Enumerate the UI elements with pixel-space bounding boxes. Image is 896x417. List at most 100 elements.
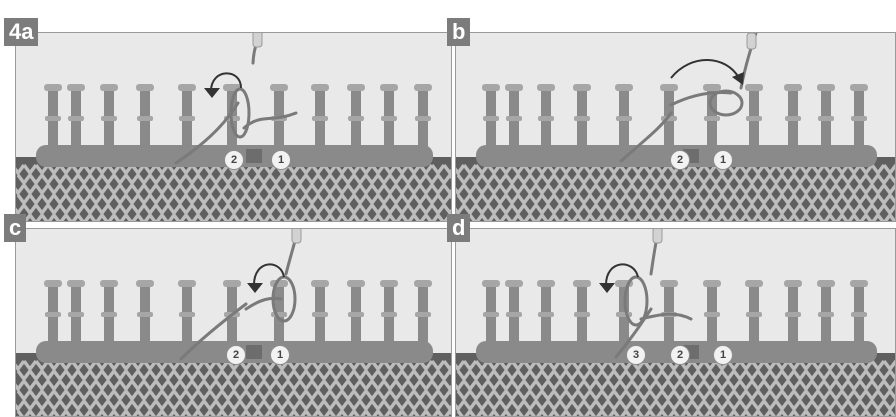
peg-cap bbox=[660, 280, 678, 287]
peg-cap bbox=[414, 84, 432, 91]
peg-cap bbox=[660, 84, 678, 91]
arrow-head bbox=[599, 283, 615, 293]
peg-number-badge: 1 bbox=[270, 345, 290, 365]
loom-pegs bbox=[482, 84, 868, 149]
loom-slot bbox=[246, 149, 262, 163]
panel-label-b: b bbox=[447, 18, 470, 46]
loom-illustration-b bbox=[456, 33, 896, 222]
peg-ring bbox=[101, 312, 117, 317]
peg-ring bbox=[68, 116, 84, 121]
peg-ring bbox=[415, 116, 431, 121]
peg-ring bbox=[381, 116, 397, 121]
peg-number-badge: 1 bbox=[713, 345, 733, 365]
direction-arrow bbox=[671, 60, 744, 85]
peg-cap bbox=[311, 84, 329, 91]
peg-ring bbox=[704, 116, 720, 121]
peg-cap bbox=[270, 84, 288, 91]
peg-cap bbox=[745, 84, 763, 91]
peg-number-badge: 1 bbox=[271, 150, 291, 170]
arrow-head bbox=[204, 88, 220, 98]
peg-ring bbox=[538, 312, 554, 317]
peg-ring bbox=[68, 312, 84, 317]
peg-ring bbox=[381, 312, 397, 317]
peg-cap bbox=[178, 84, 196, 91]
loom-illustration-4a bbox=[16, 33, 452, 222]
peg-ring bbox=[851, 312, 867, 317]
working-yarn bbox=[621, 33, 756, 161]
peg-ring bbox=[785, 116, 801, 121]
peg-ring bbox=[137, 116, 153, 121]
hook-tip bbox=[747, 33, 756, 49]
peg-cap bbox=[67, 280, 85, 287]
peg-cap bbox=[505, 280, 523, 287]
peg-cap bbox=[178, 280, 196, 287]
peg-ring bbox=[483, 116, 499, 121]
peg-cap bbox=[573, 280, 591, 287]
peg-ring bbox=[506, 312, 522, 317]
peg-cap bbox=[44, 84, 62, 91]
peg-cap bbox=[223, 280, 241, 287]
peg-ring bbox=[574, 312, 590, 317]
peg-cap bbox=[347, 84, 365, 91]
peg-cap bbox=[505, 84, 523, 91]
peg-ring bbox=[348, 312, 364, 317]
peg-ring bbox=[616, 312, 632, 317]
hook-tip bbox=[253, 33, 262, 47]
peg-cap bbox=[380, 84, 398, 91]
peg-ring bbox=[415, 312, 431, 317]
hook-tip bbox=[292, 229, 301, 243]
peg-cap bbox=[537, 84, 555, 91]
loom-pegs bbox=[44, 84, 432, 149]
peg-ring bbox=[538, 116, 554, 121]
panel-label-4a: 4a bbox=[4, 18, 38, 46]
peg-ring bbox=[746, 116, 762, 121]
peg-cap bbox=[482, 84, 500, 91]
peg-ring bbox=[574, 116, 590, 121]
loom-illustration-d bbox=[456, 229, 896, 417]
peg-ring bbox=[312, 312, 328, 317]
peg-ring bbox=[348, 116, 364, 121]
peg-ring bbox=[101, 116, 117, 121]
peg-cap bbox=[817, 84, 835, 91]
peg-number-badge: 2 bbox=[226, 345, 246, 365]
peg-cap bbox=[482, 280, 500, 287]
arrow-head bbox=[732, 72, 744, 85]
peg-cap bbox=[100, 84, 118, 91]
peg-ring bbox=[137, 312, 153, 317]
peg-number-badge: 1 bbox=[713, 150, 733, 170]
panel-label-c: c bbox=[4, 214, 26, 242]
peg-cap bbox=[703, 84, 721, 91]
peg-ring bbox=[506, 116, 522, 121]
peg-ring bbox=[179, 116, 195, 121]
loom-slot bbox=[246, 345, 262, 359]
peg-cap bbox=[136, 280, 154, 287]
peg-cap bbox=[817, 280, 835, 287]
peg-cap bbox=[67, 84, 85, 91]
yarn-strand bbox=[621, 33, 756, 161]
peg-ring bbox=[271, 312, 287, 317]
peg-cap bbox=[136, 84, 154, 91]
loom-pegs bbox=[44, 280, 432, 345]
panel-c bbox=[15, 228, 452, 417]
peg-ring bbox=[45, 116, 61, 121]
peg-cap bbox=[414, 280, 432, 287]
peg-cap bbox=[703, 280, 721, 287]
panel-label-d: d bbox=[447, 214, 470, 242]
peg-cap bbox=[784, 280, 802, 287]
peg-cap bbox=[380, 280, 398, 287]
peg-cap bbox=[745, 280, 763, 287]
arrow-head bbox=[247, 283, 263, 293]
peg-cap bbox=[850, 84, 868, 91]
peg-number-badge: 2 bbox=[670, 345, 690, 365]
peg-cap bbox=[615, 84, 633, 91]
peg-cap bbox=[44, 280, 62, 287]
peg-cap bbox=[311, 280, 329, 287]
peg-number-badge: 3 bbox=[626, 345, 646, 365]
peg-number-badge: 2 bbox=[224, 150, 244, 170]
peg-ring bbox=[45, 312, 61, 317]
peg-ring bbox=[179, 312, 195, 317]
peg-ring bbox=[818, 312, 834, 317]
peg-cap bbox=[850, 280, 868, 287]
peg-cap bbox=[573, 84, 591, 91]
